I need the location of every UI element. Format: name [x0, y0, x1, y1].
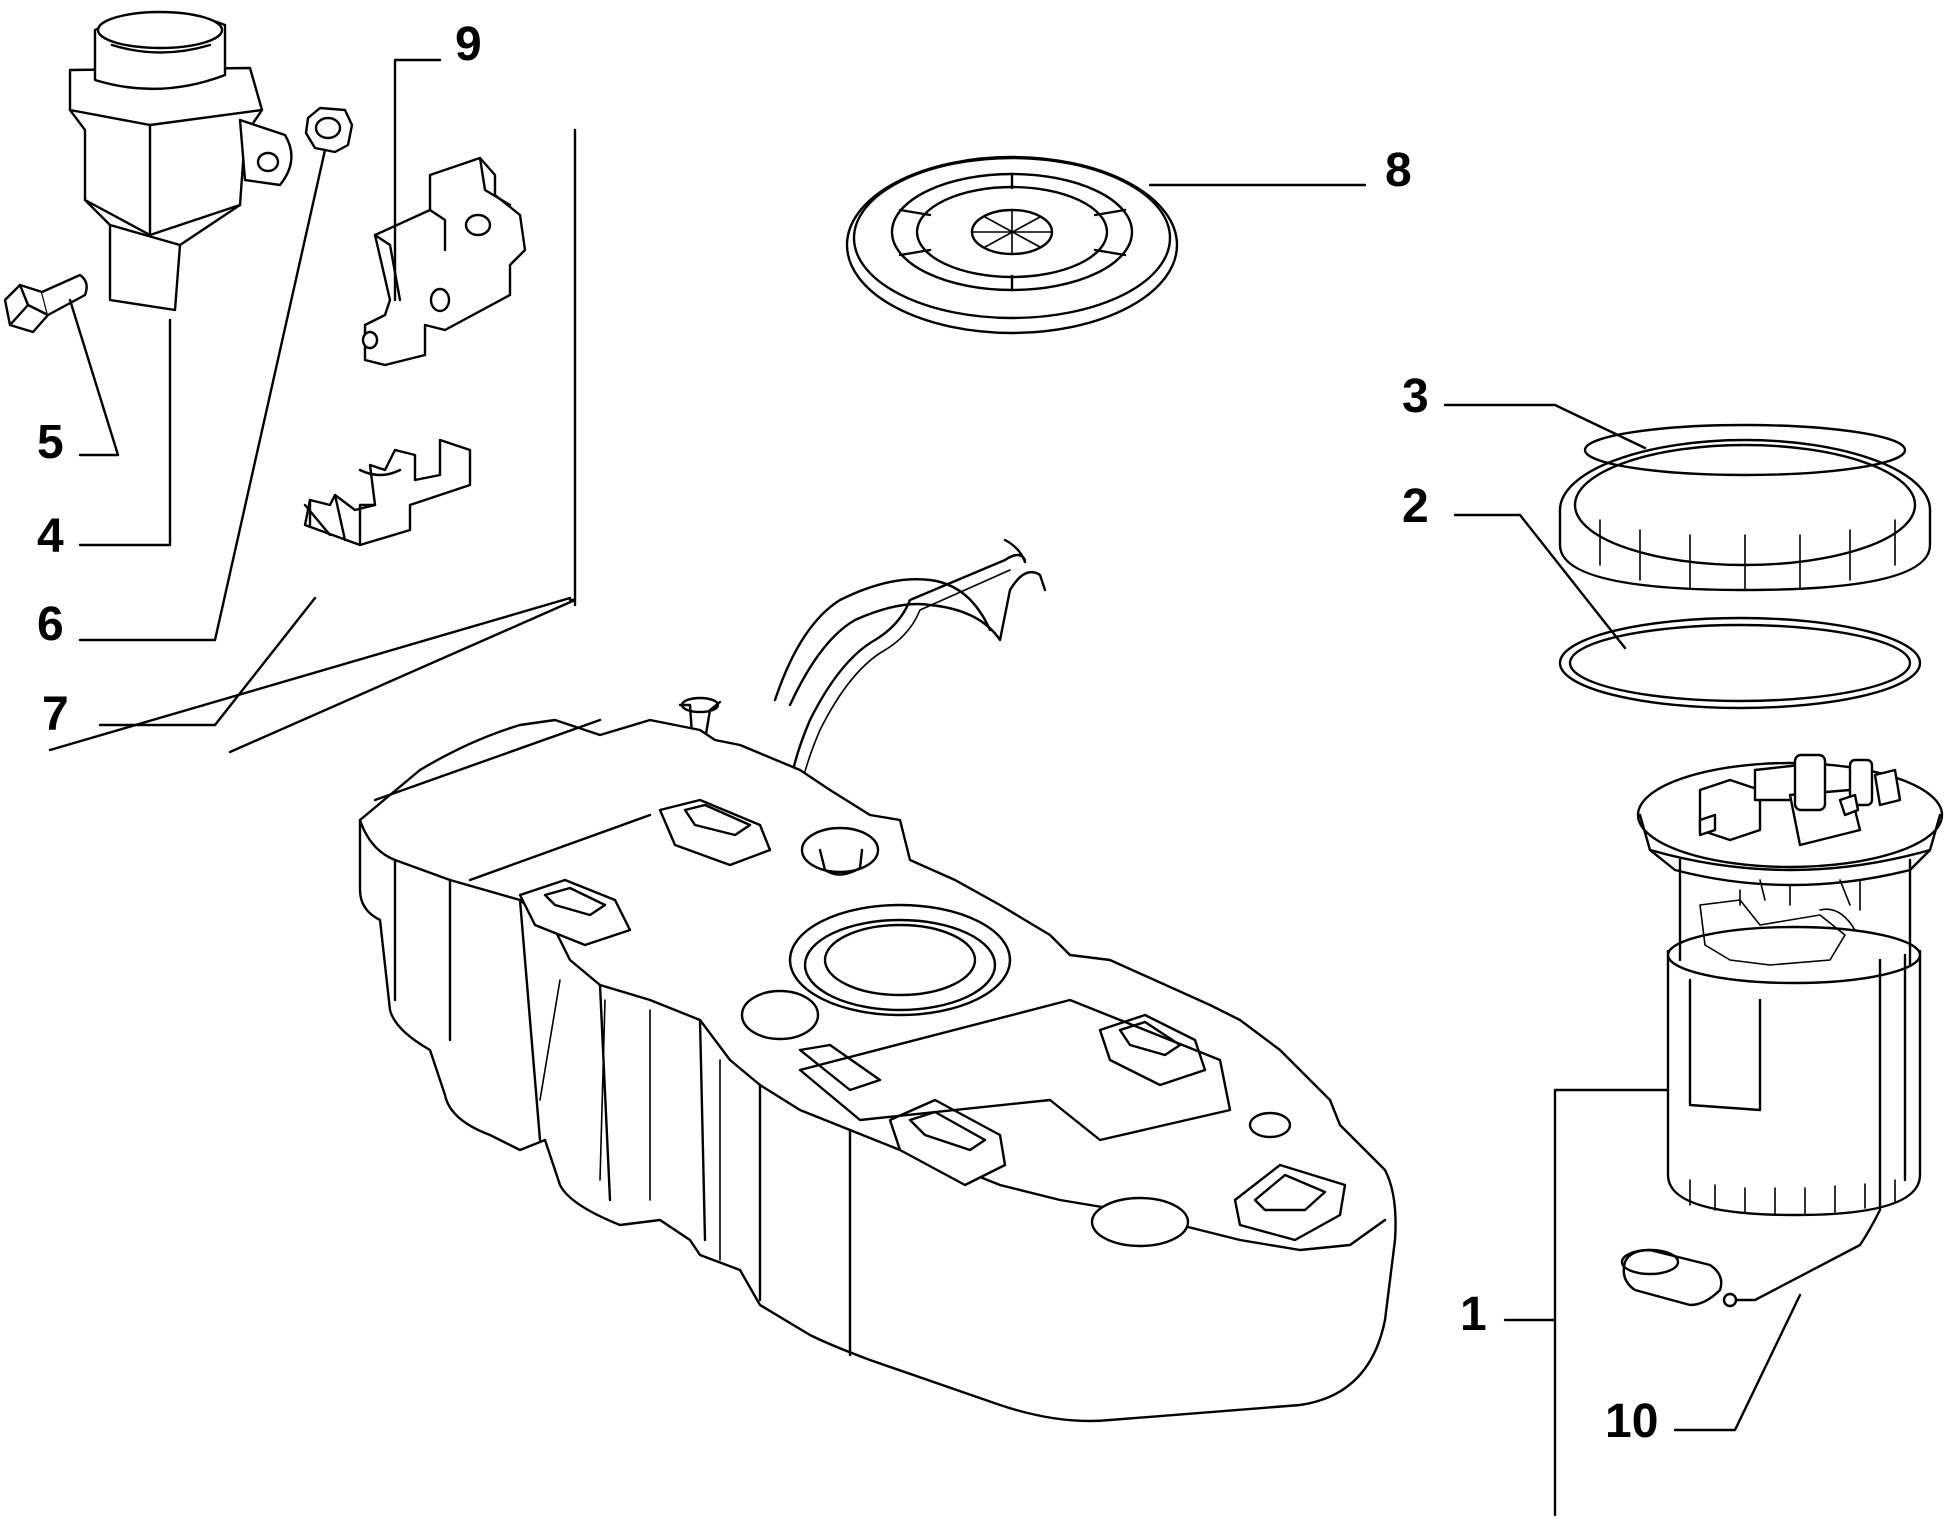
leader-tank	[48, 128, 577, 754]
leader-3	[1443, 403, 1647, 450]
leader-2	[1453, 513, 1627, 650]
tank-cover-disc	[845, 155, 1179, 335]
callout-5: 5	[37, 416, 64, 469]
callout-7: 7	[42, 688, 69, 741]
lock-ring	[1558, 423, 1932, 592]
callout-2: 2	[1402, 480, 1429, 533]
bolt	[3, 273, 88, 334]
callout-6: 6	[37, 598, 64, 651]
leader-5	[68, 298, 120, 457]
level-sensor-float	[1620, 1188, 1882, 1308]
mounting-bracket	[361, 156, 527, 367]
leader-6	[78, 148, 327, 642]
leader-7	[98, 596, 317, 727]
fuel-pump-module	[1636, 753, 1944, 1217]
callout-4: 4	[37, 510, 64, 563]
callout-3: 3	[1402, 370, 1429, 423]
leader-4	[78, 318, 172, 547]
callout-9: 9	[455, 18, 482, 71]
nut	[304, 106, 354, 154]
pipe-clip	[303, 438, 472, 547]
leader-9	[393, 58, 442, 302]
o-ring-seal	[1558, 616, 1922, 710]
callout-labels: 1 2 3 4 5 6 7 8 9 10	[37, 18, 1658, 1448]
callout-1: 1	[1460, 1288, 1487, 1341]
leader-lines	[48, 58, 1802, 1517]
fuel-tank	[358, 538, 1397, 1423]
leader-1	[1503, 1088, 1670, 1517]
callout-8: 8	[1385, 144, 1412, 197]
fuel-filter-housing	[68, 10, 293, 312]
callout-10: 10	[1605, 1395, 1658, 1448]
leader-10	[1673, 1293, 1802, 1432]
